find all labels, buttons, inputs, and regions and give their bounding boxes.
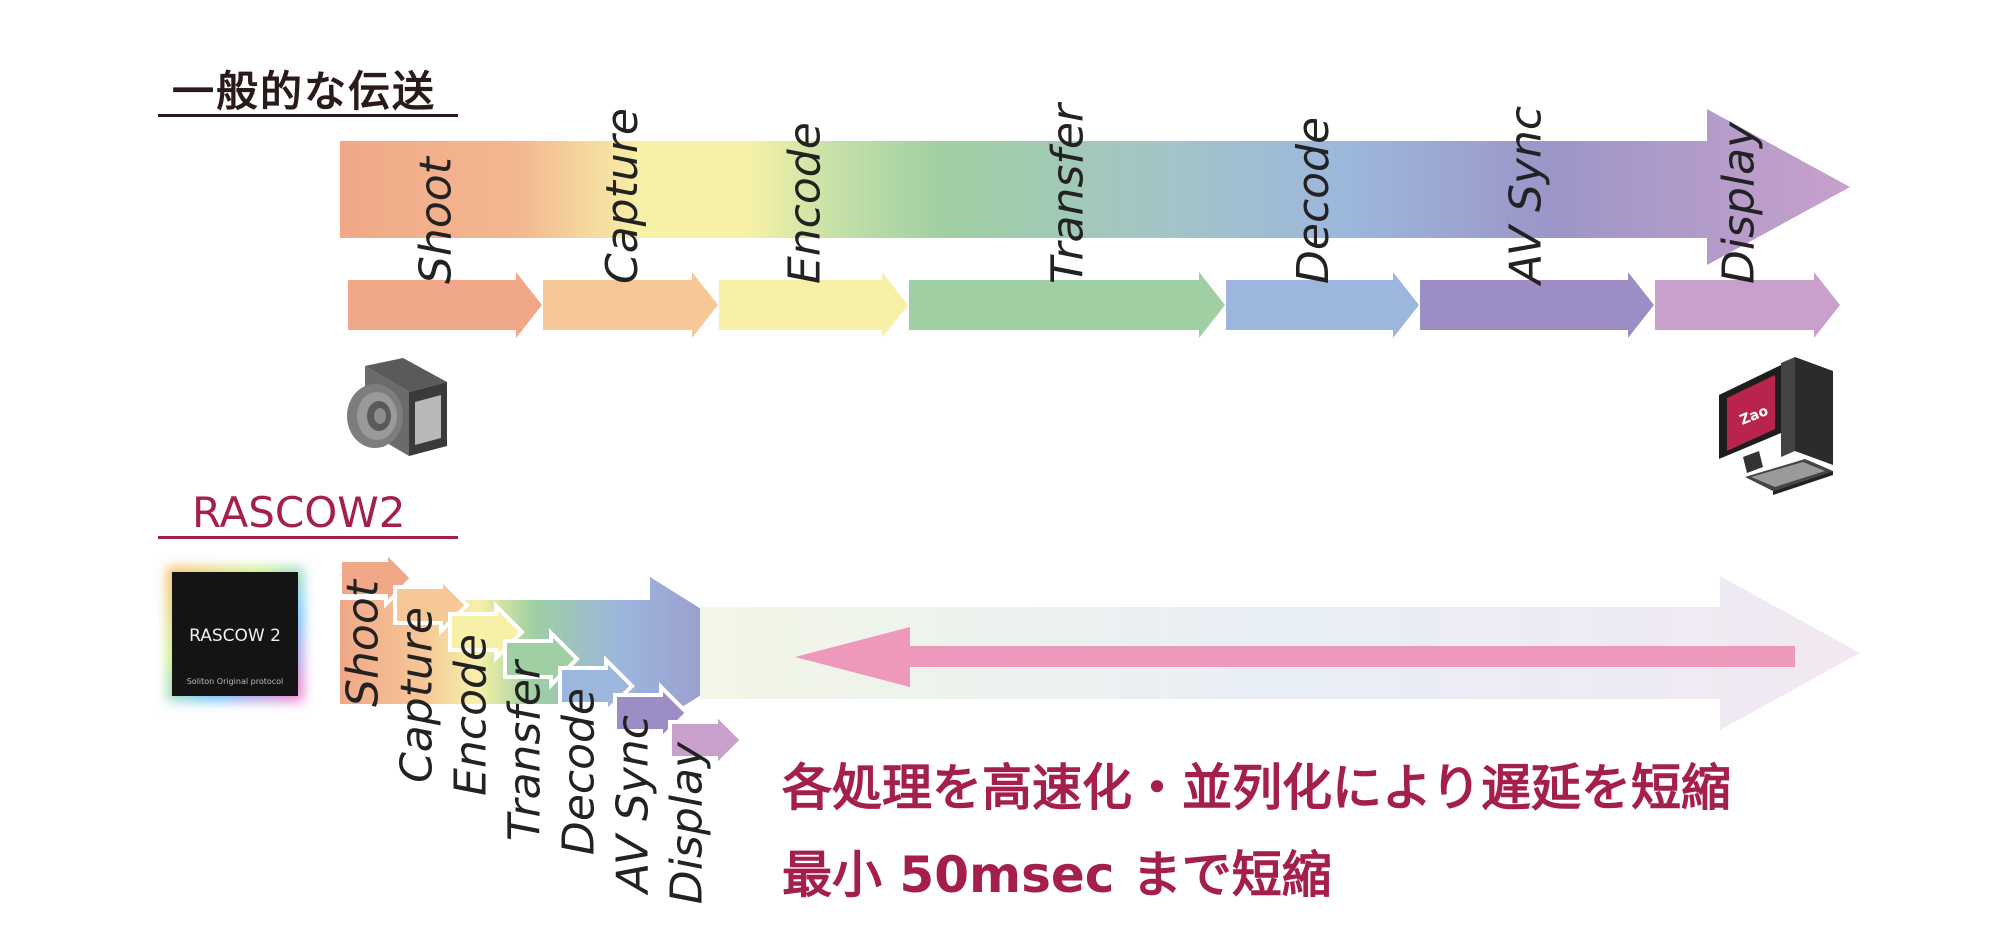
rascow-title-underline <box>158 536 458 539</box>
rascow-step-label-decode: Decode <box>553 688 604 855</box>
chip-sublabel: Soliton Original protocol <box>187 677 284 686</box>
general-step-label-display: Display <box>1714 121 1765 284</box>
general-step-arrow-encode <box>719 272 908 338</box>
general-step-arrow-av-sync <box>1420 272 1654 338</box>
general-step-labels: Shoot Capture Encode Transfer Decode AV Sync D… <box>411 101 1765 287</box>
latency-reduction-arrow <box>795 627 1795 687</box>
general-step-label-shoot: Shoot <box>411 155 462 284</box>
rascow-step-label-encode: Encode <box>445 634 496 796</box>
rascow-title: RASCOW2 <box>192 488 406 537</box>
chip-label: RASCOW 2 <box>189 626 281 646</box>
general-step-arrow-transfer <box>909 272 1225 338</box>
rascow-step-label-transfer: Transfer <box>499 658 550 841</box>
general-step-arrow-decode <box>1226 272 1419 338</box>
rascow-step-label-av-sync: AV Sync <box>607 715 658 896</box>
rascow-step-label-shoot: Shoot <box>337 578 388 707</box>
rascow-step-arrows <box>338 547 745 771</box>
rascow-step-label-capture: Capture <box>391 607 442 783</box>
claim-line-2: 最小 50msec まで短縮 <box>782 846 1332 904</box>
rascow-chip-icon: RASCOW 2 Soliton Original protocol <box>167 567 303 701</box>
general-transmission-title: 一般的な伝送 <box>172 67 437 116</box>
general-overall-arrow <box>340 109 1850 265</box>
general-step-label-encode: Encode <box>779 122 830 284</box>
general-step-arrow-display <box>1655 272 1840 338</box>
general-step-arrow-capture <box>543 272 718 338</box>
general-step-label-decode: Decode <box>1288 117 1339 284</box>
general-step-label-capture: Capture <box>597 108 648 284</box>
general-step-label-transfer: Transfer <box>1042 101 1093 284</box>
rascow-step-arrow-display <box>668 709 745 771</box>
general-step-arrow-shoot <box>348 272 542 338</box>
general-step-label-av-sync: AV Sync <box>1501 106 1552 287</box>
rascow-step-label-display: Display <box>661 741 712 904</box>
claim-line-1: 各処理を高速化・並列化により遅延を短縮 <box>782 759 1731 817</box>
general-title-underline <box>158 114 458 117</box>
computer-icon: Zao <box>1719 357 1833 495</box>
camera-icon <box>347 358 447 456</box>
general-step-arrows <box>348 272 1840 338</box>
